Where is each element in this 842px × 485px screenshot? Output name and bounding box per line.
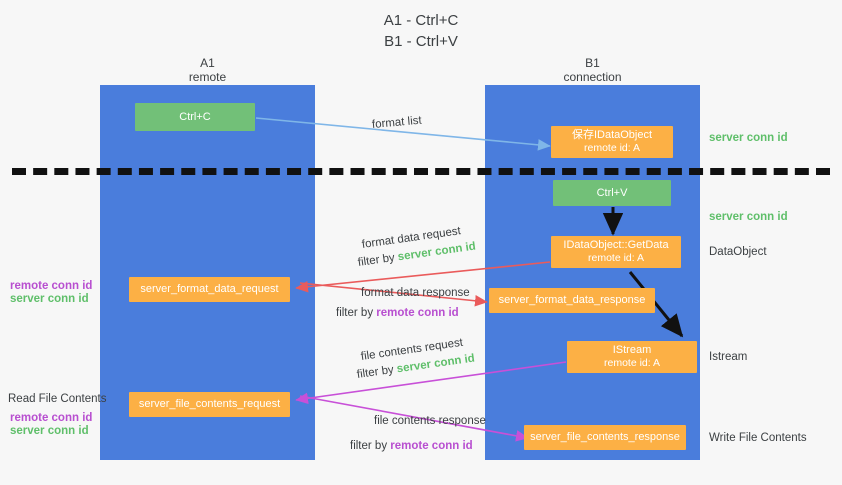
- note-istream: Istream: [709, 351, 748, 363]
- note-remote-conn-id-1: remote conn id: [10, 280, 93, 292]
- note-read-file-contents: Read File Contents: [8, 393, 107, 405]
- filter-prefix: filter by: [336, 307, 377, 319]
- title-line-2: B1 - Ctrl+V: [384, 33, 458, 50]
- lane-header-a1: A1 remote: [100, 56, 315, 84]
- box-istream-line2: remote id: A: [603, 357, 661, 369]
- box-server-format-data-request[interactable]: server_format_data_request: [129, 277, 290, 302]
- page-title: A1 - Ctrl+C B1 - Ctrl+V: [0, 10, 842, 52]
- note-server-conn-id-mid: server conn id: [709, 211, 788, 223]
- lane-b1-title: B1: [585, 56, 600, 70]
- note-server-conn-id-top: server conn id: [709, 132, 788, 144]
- box-ctrl-c-label: Ctrl+C: [179, 110, 211, 123]
- lane-a1-subtitle: remote: [188, 70, 227, 84]
- box-server-format-data-response[interactable]: server_format_data_response: [489, 288, 655, 313]
- box-server-file-contents-response[interactable]: server_file_contents_response: [524, 425, 686, 450]
- label-format-list: format list: [371, 114, 423, 131]
- lane-b1-subtitle: connection: [563, 70, 622, 84]
- phase-divider: [12, 168, 830, 175]
- box-idataobject-getdata[interactable]: IDataObject::GetData remote id: A: [551, 236, 681, 268]
- lane-a1-title: A1: [200, 56, 215, 70]
- lane-header-b1: B1 connection: [485, 56, 700, 84]
- filter-prefix: filter by: [357, 251, 399, 269]
- box-getdata-line1: IDataObject::GetData: [563, 239, 669, 251]
- note-remote-conn-id-2: remote conn id: [10, 412, 93, 424]
- box-ctrl-v[interactable]: Ctrl+V: [553, 180, 671, 206]
- box-save-idataobject[interactable]: 保存IDataObject remote id: A: [551, 126, 673, 158]
- box-ctrl-c[interactable]: Ctrl+C: [135, 103, 255, 131]
- filter-prefix: filter by: [350, 440, 391, 452]
- note-server-conn-id-2: server conn id: [10, 425, 89, 437]
- box-server-file-contents-request-label: server_file_contents_request: [138, 398, 281, 410]
- box-server-file-contents-request[interactable]: server_file_contents_request: [129, 392, 290, 417]
- title-line-1: A1 - Ctrl+C: [383, 12, 459, 29]
- label-format-data-response-filter: filter by remote conn id: [336, 306, 459, 320]
- box-ctrl-v-label: Ctrl+V: [596, 186, 628, 199]
- label-file-contents-response-filter: filter by remote conn id: [350, 439, 473, 453]
- note-server-conn-id-1: server conn id: [10, 293, 89, 305]
- note-dataobject: DataObject: [709, 246, 767, 258]
- filter-value-remote-conn-id: remote conn id: [376, 307, 459, 319]
- box-istream-line1: IStream: [612, 344, 652, 356]
- box-save-idataobject-line2: remote id: A: [583, 142, 641, 154]
- box-istream[interactable]: IStream remote id: A: [567, 341, 697, 373]
- box-server-format-data-response-label: server_format_data_response: [498, 294, 646, 306]
- filter-value-remote-conn-id: remote conn id: [390, 440, 473, 452]
- filter-prefix: filter by: [356, 363, 398, 381]
- label-file-contents-response: file contents response: [374, 415, 486, 427]
- box-server-file-contents-response-label: server_file_contents_response: [530, 431, 680, 443]
- label-format-data-response: format data response: [361, 287, 470, 299]
- note-write-file-contents: Write File Contents: [709, 432, 807, 444]
- box-getdata-line2: remote id: A: [587, 252, 645, 264]
- box-save-idataobject-line1: 保存IDataObject: [571, 129, 653, 141]
- box-server-format-data-request-label: server_format_data_request: [140, 283, 279, 295]
